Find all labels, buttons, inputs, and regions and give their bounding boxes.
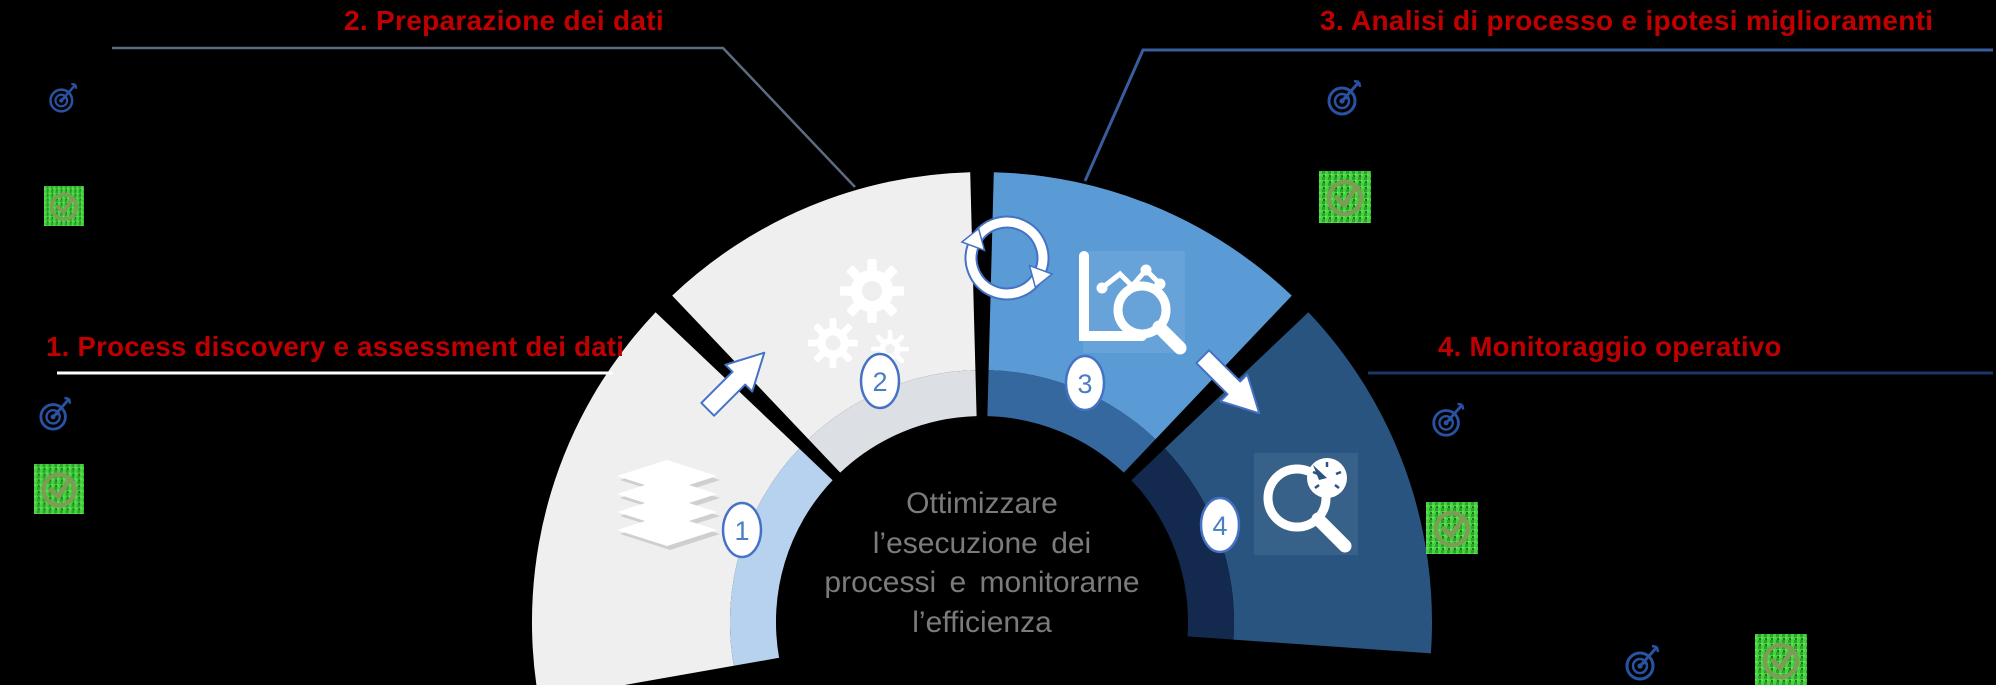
heading-monitoraggio: 4. Monitoraggio operativo bbox=[1438, 331, 1782, 362]
segment-3-analisi-processo-inner-band bbox=[987, 370, 1156, 473]
check-icon bbox=[1426, 502, 1478, 554]
badge-2 bbox=[859, 352, 901, 410]
flow-arrow-1-2 bbox=[700, 351, 766, 417]
badge-3 bbox=[1064, 354, 1106, 412]
target-icon bbox=[1432, 402, 1465, 437]
check-icon bbox=[1755, 634, 1807, 685]
badge-4 bbox=[1199, 496, 1241, 554]
donut-segments bbox=[532, 172, 1432, 685]
segment-2-preparazione-dati-inner-band bbox=[808, 370, 977, 473]
gauge-magnifier-icon bbox=[1263, 458, 1352, 553]
target-icon bbox=[39, 396, 72, 431]
check-icon bbox=[34, 464, 84, 514]
flow-arrow-3-4 bbox=[1195, 349, 1261, 415]
center-caption: Ottimizzare l’esecuzione dei processi e … bbox=[732, 484, 1232, 642]
badge-3-number: 3 bbox=[1077, 369, 1092, 399]
check-icon bbox=[1319, 171, 1371, 223]
target-icon bbox=[1327, 79, 1362, 116]
segment-1-process-discovery-inner-band bbox=[729, 448, 833, 666]
check-icon bbox=[44, 186, 84, 226]
chart-magnifier-icon bbox=[1079, 251, 1187, 355]
layers-icon bbox=[617, 460, 720, 550]
heading-analisi-processo: 3. Analisi di processo e ipotesi miglior… bbox=[1320, 5, 1934, 36]
target-icon bbox=[49, 82, 78, 113]
heading-preparazione-dati: 2. Preparazione dei dati bbox=[344, 5, 664, 36]
badge-1-number: 1 bbox=[734, 516, 749, 546]
badge-4-number: 4 bbox=[1212, 511, 1227, 541]
center-caption-line: processi e monitorarne bbox=[824, 566, 1140, 599]
center-caption-line: l’esecuzione dei bbox=[872, 526, 1092, 560]
gears-icon bbox=[808, 259, 909, 368]
heading-process-discovery: 1. Process discovery e assessment dei da… bbox=[46, 331, 625, 362]
badge-2-number: 2 bbox=[872, 367, 887, 397]
badge-1 bbox=[721, 501, 763, 559]
segment-4-monitoraggio-inner-band bbox=[1131, 448, 1235, 640]
refresh-icon bbox=[960, 215, 1054, 301]
heading-2-callout-line bbox=[112, 46, 856, 188]
center-caption-line: Ottimizzare bbox=[906, 487, 1058, 520]
heading-3-callout-line bbox=[1083, 48, 1993, 182]
step-badges: 1 2 3 4 bbox=[721, 352, 1241, 559]
center-caption-line: l’efficienza bbox=[912, 605, 1052, 639]
target-icon bbox=[1625, 644, 1660, 681]
